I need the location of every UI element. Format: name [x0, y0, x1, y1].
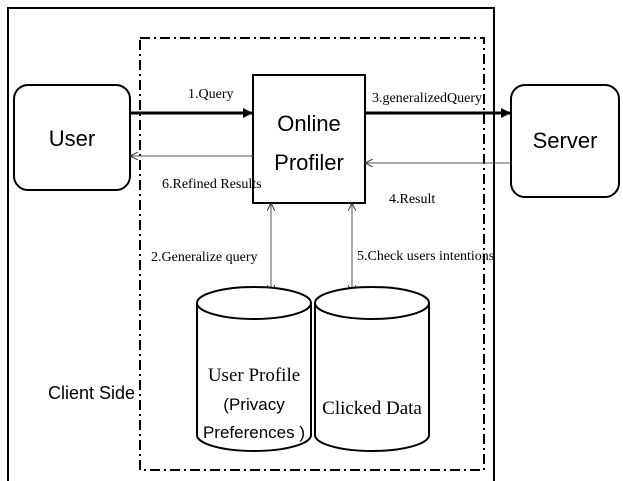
client-side-label: Client Side — [48, 383, 135, 403]
server-node — [510, 84, 620, 198]
server-label: Server — [533, 128, 598, 153]
online-profiler-label-line1: Online — [277, 111, 341, 136]
user-profile-label-line2: (Privacy — [223, 395, 285, 414]
user-profile-cylinder — [196, 286, 312, 452]
client-boundary-dashdot — [139, 37, 485, 471]
edge-check-intentions-label: 5.Check users intentions — [357, 249, 494, 264]
client-side-frame — [7, 7, 495, 481]
edge-generalize-query-label: 2.Generalize query — [151, 250, 258, 265]
online-profiler-node — [252, 74, 366, 204]
edge-query-label: 1.Query — [188, 87, 234, 102]
user-profile-label-line1: User Profile — [208, 365, 300, 386]
user-node — [13, 84, 131, 191]
edge-generalized-query-label: 3.generalizedQuery — [372, 91, 482, 106]
clicked-data-cylinder — [314, 286, 430, 452]
user-label: User — [49, 126, 95, 151]
clicked-data-label: Clicked Data — [322, 398, 422, 419]
user-profile-label-line3: Preferences ) — [203, 423, 305, 442]
online-profiler-label-line2: Profiler — [274, 150, 344, 175]
edge-refined-results-label: 6.Refined Results — [162, 177, 262, 192]
edge-result-label: 4.Result — [389, 192, 435, 207]
